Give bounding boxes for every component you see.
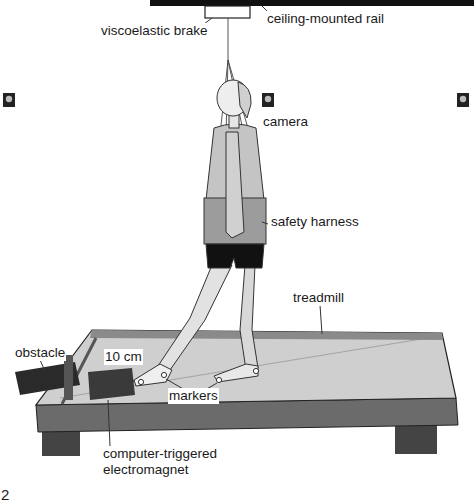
part-label: treadmill xyxy=(292,290,345,306)
dimension-label: 10 cm xyxy=(104,349,143,365)
part-label: computer-triggered electromagnet xyxy=(102,446,246,478)
part-label: obstacle xyxy=(14,345,66,361)
figure-number: 2 xyxy=(0,487,10,503)
part-label: safety harness xyxy=(270,214,360,230)
ceiling-rail xyxy=(150,0,474,6)
harness-ropes xyxy=(220,18,250,135)
leader-line xyxy=(262,222,268,224)
part-label: camera xyxy=(262,114,309,130)
leader-line xyxy=(40,360,45,371)
part-label: ceiling-mounted rail xyxy=(266,11,385,27)
electromagnet xyxy=(88,368,135,400)
part-label: viscoelastic brake xyxy=(100,23,209,39)
leader-line xyxy=(108,400,110,446)
obstacle-post xyxy=(64,355,73,400)
walking-person xyxy=(134,80,266,386)
leader-line xyxy=(320,305,322,334)
brake-box xyxy=(205,6,250,18)
part-label: markers xyxy=(168,388,219,404)
